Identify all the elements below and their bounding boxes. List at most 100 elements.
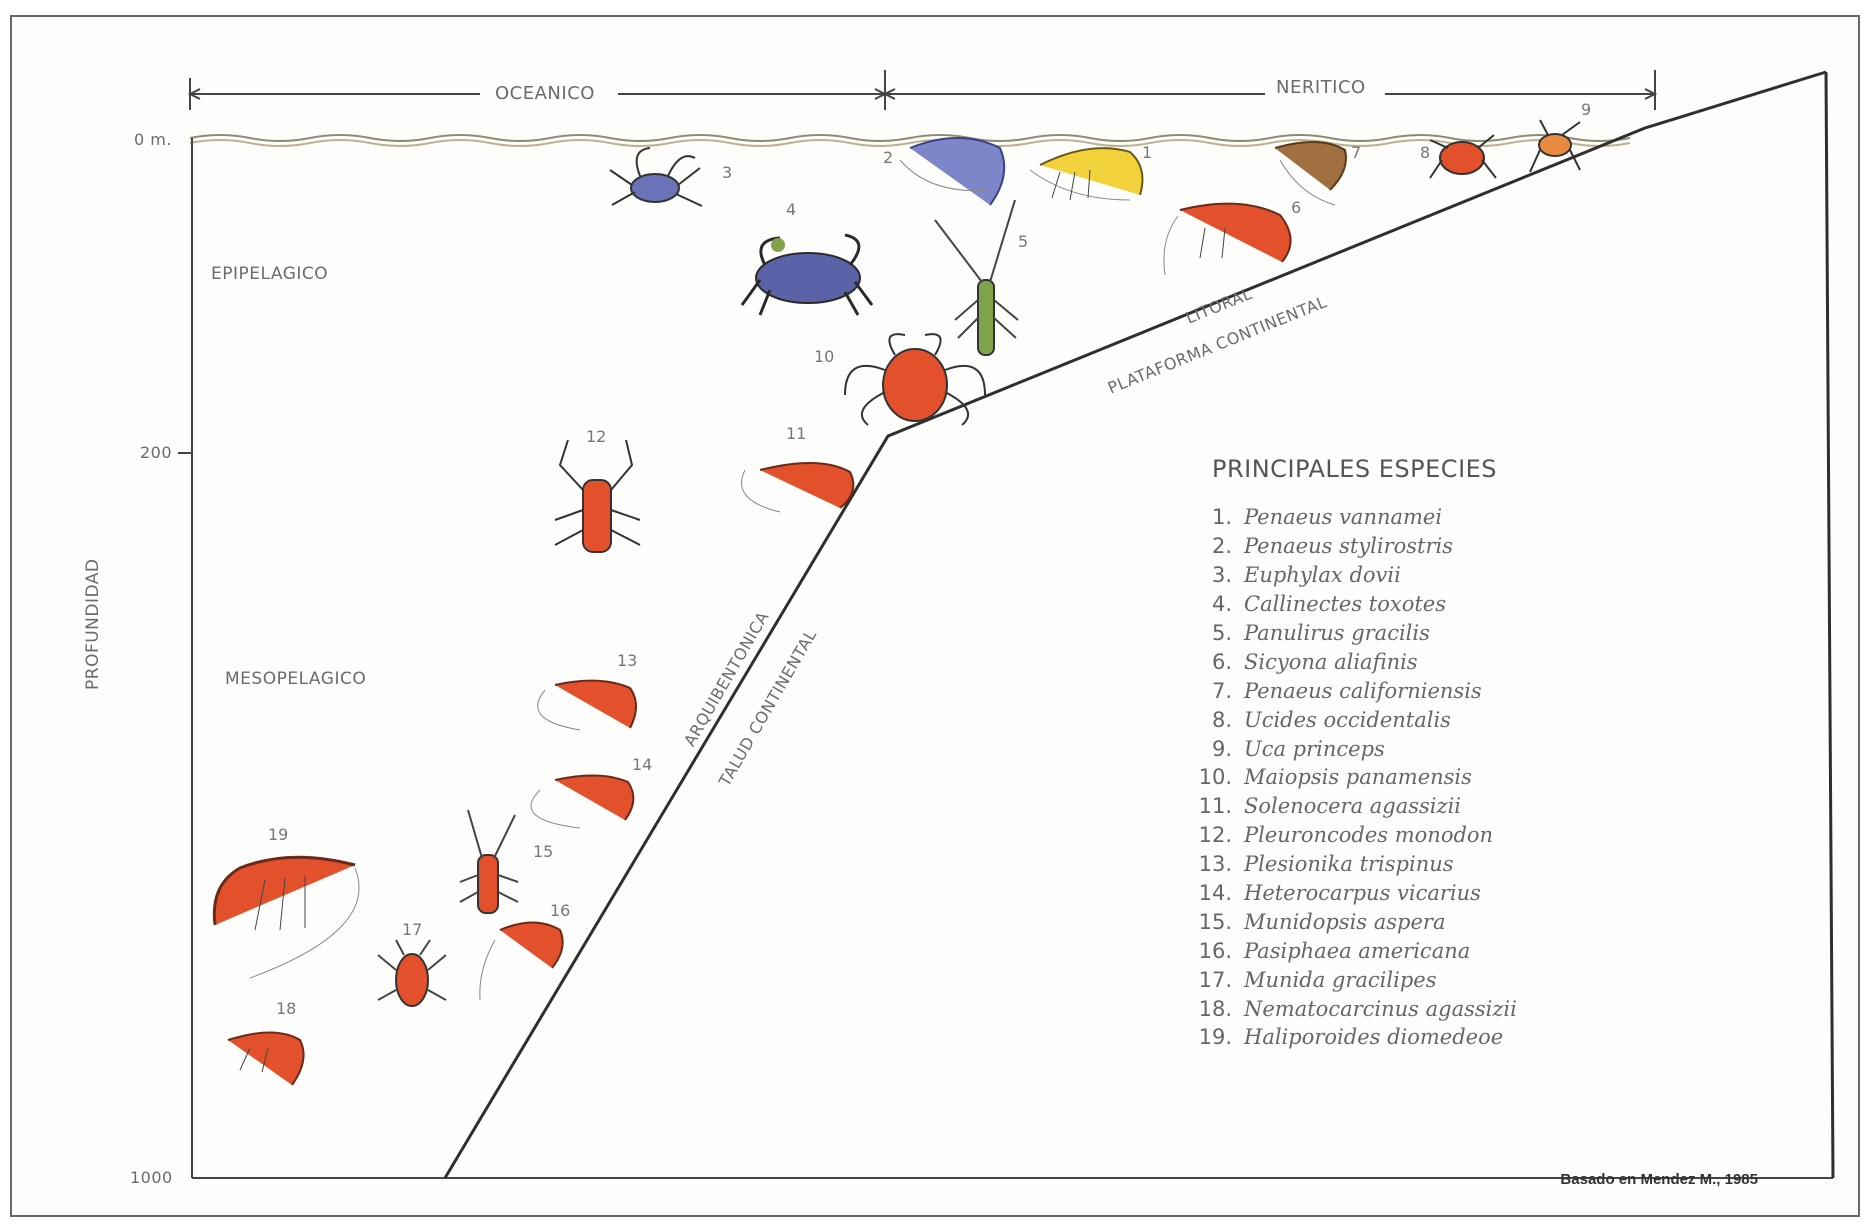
zone-epipelagic: EPIPELAGICO — [211, 264, 328, 284]
legend-item-number: 19. — [1180, 1025, 1232, 1049]
legend-item-species: Munidopsis aspera — [1244, 910, 1445, 934]
legend-item: 16. Pasiphaea americana — [1180, 936, 1600, 965]
legend-item: 2. Penaeus stylirostris — [1180, 532, 1600, 561]
marker-9: 9 — [1581, 100, 1591, 119]
marker-15: 15 — [533, 842, 553, 861]
legend-item: 6. Sicyona aliafinis — [1180, 647, 1600, 676]
water-surface — [190, 135, 1630, 146]
marker-6: 6 — [1291, 198, 1301, 217]
species-5-lobster-illustration — [935, 200, 1018, 355]
marker-19: 19 — [268, 825, 288, 844]
species-12-lobster-illustration — [555, 440, 640, 552]
marker-8: 8 — [1420, 143, 1430, 162]
legend-list: 1. Penaeus vannamei 2. Penaeus stylirostris… — [1180, 503, 1600, 1052]
legend-item-species: Sicyona aliafinis — [1244, 650, 1418, 674]
species-16-shrimp-illustration — [480, 923, 563, 1001]
legend-item-species: Pasiphaea americana — [1244, 939, 1470, 963]
legend-item-number: 14. — [1180, 881, 1232, 905]
legend-item-species: Penaeus californiensis — [1244, 679, 1482, 703]
legend-item-species: Ucides occidentalis — [1244, 708, 1451, 732]
legend-item-species: Plesionika trispinus — [1244, 852, 1454, 876]
legend-item-number: 6. — [1180, 650, 1232, 674]
marker-13: 13 — [617, 651, 637, 670]
legend-item: 8. Ucides occidentalis — [1180, 705, 1600, 734]
legend-item-species: Pleuroncodes monodon — [1244, 823, 1493, 847]
legend-item-number: 3. — [1180, 563, 1232, 587]
species-11-shrimp-illustration — [742, 463, 854, 512]
legend-item: 10.Maiopsis panamensis — [1180, 763, 1600, 792]
species-10-crab-illustration — [845, 334, 985, 425]
legend-item: 1. Penaeus vannamei — [1180, 503, 1600, 532]
marker-3: 3 — [722, 163, 732, 182]
legend-item: 19. Haliporoides diomedeoe — [1180, 1023, 1600, 1052]
seafloor-profile — [445, 72, 1833, 1178]
source-credit: Basado en Mendez M., 1985 — [1560, 1171, 1758, 1188]
species-2-prawn-illustration — [900, 138, 1004, 205]
species-6-shrimp-illustration — [1164, 204, 1291, 275]
legend-item-species: Callinectes toxotes — [1244, 592, 1446, 616]
zone-mesopelagic: MESOPELAGICO — [225, 669, 366, 689]
legend-title: PRINCIPALES ESPECIES — [1212, 455, 1600, 483]
species-4-crab-illustration — [742, 235, 872, 315]
marker-2: 2 — [883, 148, 893, 167]
legend-item-number: 18. — [1180, 997, 1232, 1021]
legend-item-number: 9. — [1180, 737, 1232, 761]
neritic-label: NERITICO — [1276, 77, 1366, 98]
depth-tick-0: 0 m. — [134, 130, 172, 149]
legend-item: 3. Euphylax dovii — [1180, 561, 1600, 590]
legend-item: 5.Panulirus gracilis — [1180, 619, 1600, 648]
marker-5: 5 — [1018, 232, 1028, 251]
marker-11: 11 — [786, 424, 806, 443]
legend-item-number: 1. — [1180, 505, 1232, 529]
legend-item-species: Nematocarcinus agassizii — [1244, 997, 1517, 1021]
marker-12: 12 — [586, 427, 606, 446]
species-7-prawn-illustration — [1275, 142, 1346, 205]
legend-item: 14. Heterocarpus vicarius — [1180, 879, 1600, 908]
marker-14: 14 — [632, 755, 652, 774]
legend-item-species: Solenocera agassizii — [1244, 794, 1461, 818]
depth-axis-label: PROFUNDIDAD — [83, 559, 103, 691]
legend-item: 4. Callinectes toxotes — [1180, 590, 1600, 619]
species-18-shrimp-illustration — [228, 1033, 304, 1086]
legend-item-species: Haliporoides diomedeoe — [1244, 1025, 1503, 1049]
marker-1: 1 — [1142, 143, 1152, 162]
marker-10: 10 — [814, 347, 834, 366]
species-17-lobster-illustration — [378, 940, 446, 1006]
legend-item-species: Euphylax dovii — [1244, 563, 1401, 587]
legend-item-number: 13. — [1180, 852, 1232, 876]
legend-item: 17. Munida gracilipes — [1180, 965, 1600, 994]
zone-bracket — [190, 70, 1655, 110]
marker-7: 7 — [1351, 143, 1361, 162]
legend-item: 7. Penaeus californiensis — [1180, 676, 1600, 705]
marker-4: 4 — [786, 200, 796, 219]
legend-item-species: Penaeus vannamei — [1244, 505, 1442, 529]
species-1-prawn-illustration — [1030, 148, 1142, 200]
species-3-crab-illustration — [610, 148, 702, 206]
legend-item-number: 7. — [1180, 679, 1232, 703]
legend-item: 13. Plesionika trispinus — [1180, 850, 1600, 879]
legend-item: 12. Pleuroncodes monodon — [1180, 821, 1600, 850]
legend-item: 15. Munidopsis aspera — [1180, 907, 1600, 936]
oceanic-label: OCEANICO — [495, 83, 595, 104]
legend-item-number: 4. — [1180, 592, 1232, 616]
depth-tick-200: 200 — [140, 443, 172, 462]
species-19-shrimp-illustration — [214, 857, 359, 978]
species-13-shrimp-illustration — [538, 681, 636, 730]
legend-item-number: 15. — [1180, 910, 1232, 934]
marker-17: 17 — [402, 920, 422, 939]
depth-tick-1000: 1000 — [130, 1168, 173, 1187]
species-14-shrimp-illustration — [531, 775, 633, 828]
legend-item-species: Heterocarpus vicarius — [1244, 881, 1481, 905]
legend-item-number: 16. — [1180, 939, 1232, 963]
legend-item-number: 12. — [1180, 823, 1232, 847]
legend-item-number: 2. — [1180, 534, 1232, 558]
legend-item-species: Munida gracilipes — [1244, 968, 1436, 992]
marker-18: 18 — [276, 999, 296, 1018]
legend-item-number: 11. — [1180, 794, 1232, 818]
legend-item: 9.Uca princeps — [1180, 734, 1600, 763]
legend-item-number: 8. — [1180, 708, 1232, 732]
legend-item-number: 17. — [1180, 968, 1232, 992]
species-legend: PRINCIPALES ESPECIES 1. Penaeus vannamei 2… — [1180, 455, 1600, 1052]
legend-item-species: Penaeus stylirostris — [1244, 534, 1453, 558]
legend-item-number: 5. — [1180, 621, 1232, 645]
